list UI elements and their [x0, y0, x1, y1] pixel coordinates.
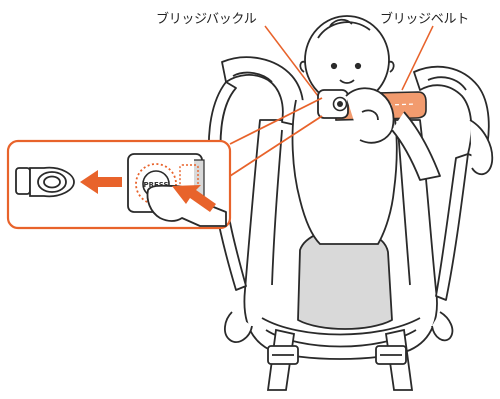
bridge-buckle-label: ブリッジバックル [156, 8, 256, 27]
baby-right-eye [356, 64, 360, 68]
bridge-buckle [318, 90, 348, 118]
bridge-belt-label: ブリッジベルト [380, 8, 469, 27]
inset-detail-box: PRESS [8, 141, 230, 228]
baby-left-eye [332, 64, 336, 68]
buckle-tongue [16, 168, 74, 197]
